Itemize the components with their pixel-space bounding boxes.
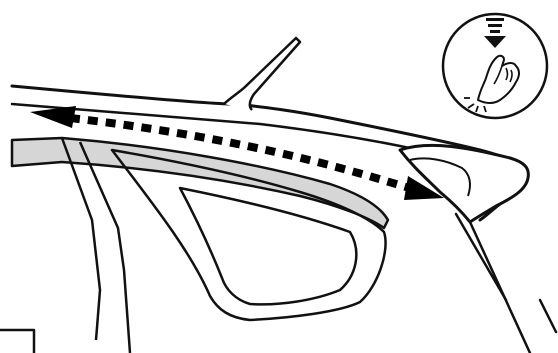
side-window [110, 148, 387, 322]
spoiler-inner-line [409, 157, 471, 197]
side-window-inner [178, 186, 358, 306]
rear-pillar-line-3 [538, 298, 558, 334]
antenna [223, 36, 302, 111]
roof-strip [10, 136, 390, 230]
arrowhead-left [30, 106, 76, 128]
door-frame-pillar [60, 137, 102, 341]
door-frame-pillar-inner [78, 141, 132, 353]
arrowhead-right [404, 176, 444, 200]
rear-spoiler [398, 143, 530, 224]
rear-pillar-line-2 [454, 212, 508, 302]
body-corner [0, 328, 36, 353]
press-down-hand-icon [441, 12, 549, 120]
